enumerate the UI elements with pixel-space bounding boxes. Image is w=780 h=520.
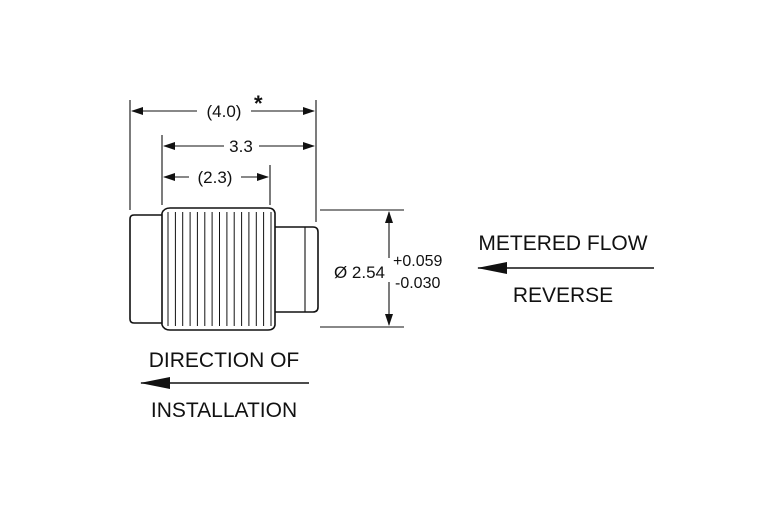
part-body bbox=[129, 207, 319, 331]
part-nozzle bbox=[275, 226, 319, 313]
part-ribbed-section bbox=[161, 207, 276, 331]
installation-label: INSTALLATION bbox=[151, 399, 297, 422]
installation-direction-group: DIRECTION OF INSTALLATION bbox=[140, 349, 309, 422]
dim-overall-text: (4.0) bbox=[207, 102, 242, 121]
dim-overall-marker: * bbox=[254, 91, 263, 116]
dim-mid-text: 3.3 bbox=[229, 137, 253, 156]
dim-length-short: (2.3) bbox=[163, 168, 269, 187]
dim-length-mid: 3.3 bbox=[163, 137, 315, 156]
dim-diameter-text: Ø 2.54 bbox=[334, 263, 385, 282]
dim-tol-plus: +0.059 bbox=[393, 253, 442, 270]
dim-overall-length: (4.0) * bbox=[131, 91, 315, 121]
metered-flow-label: METERED FLOW bbox=[478, 232, 647, 255]
extension-lines bbox=[129, 100, 404, 328]
dim-short-text: (2.3) bbox=[198, 168, 233, 187]
direction-of-label: DIRECTION OF bbox=[149, 349, 300, 372]
reverse-label: REVERSE bbox=[513, 284, 613, 307]
dim-tol-minus: -0.030 bbox=[395, 275, 440, 292]
part-left-cap bbox=[129, 214, 162, 324]
dim-diameter: Ø 2.54 +0.059 -0.030 bbox=[334, 211, 442, 326]
rib-grooves bbox=[167, 212, 272, 326]
metered-flow-group: METERED FLOW REVERSE bbox=[477, 232, 654, 307]
